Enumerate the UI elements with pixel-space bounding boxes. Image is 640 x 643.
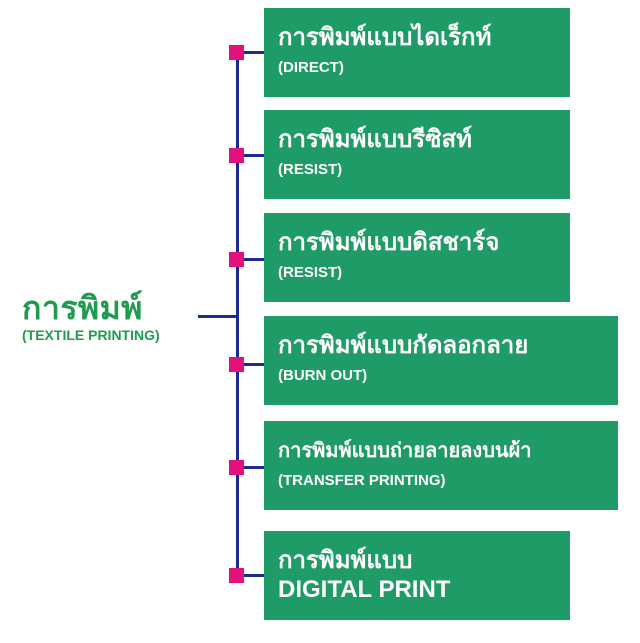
node-direct: การพิมพ์แบบไดเร็กท์ (DIRECT)	[264, 8, 570, 97]
branch-bullet	[229, 45, 244, 60]
node-title: การพิมพ์แบบกัดลอกลาย	[278, 331, 529, 359]
node-title: การพิมพ์แบบรีซิสท์	[278, 125, 472, 153]
node-title: การพิมพ์แบบถ่ายลายลงบนผ้า	[278, 438, 532, 462]
branch-bullet	[229, 148, 244, 163]
vertical-trunk	[236, 50, 239, 577]
node-resist: การพิมพ์แบบรีซิสท์ (RESIST)	[264, 110, 570, 199]
node-title: การพิมพ์แบบ	[278, 546, 413, 574]
node-subtitle: (RESIST)	[278, 161, 343, 178]
branch-line	[236, 258, 264, 261]
node-subtitle: DIGITAL PRINT	[278, 576, 451, 603]
branch-bullet	[229, 357, 244, 372]
node-title: การพิมพ์แบบดิสชาร์จ	[278, 228, 500, 256]
node-subtitle: (BURN OUT)	[278, 367, 368, 384]
branch-line	[236, 51, 264, 54]
node-digital: การพิมพ์แบบ DIGITAL PRINT	[264, 531, 570, 620]
branch-bullet	[229, 460, 244, 475]
node-subtitle: (RESIST)	[278, 264, 343, 281]
branch-line	[236, 363, 264, 366]
branch-line	[236, 466, 264, 469]
branch-bullet	[229, 568, 244, 583]
node-burn-out: การพิมพ์แบบกัดลอกลาย (BURN OUT)	[264, 316, 618, 405]
node-discharge: การพิมพ์แบบดิสชาร์จ (RESIST)	[264, 213, 570, 302]
root-subtitle: (TEXTILE PRINTING)	[22, 327, 160, 343]
node-transfer: การพิมพ์แบบถ่ายลายลงบนผ้า (TRANSFER PRIN…	[264, 421, 618, 510]
root-connector	[198, 315, 238, 318]
branch-line	[236, 574, 264, 577]
root-label: การพิมพ์ (TEXTILE PRINTING)	[22, 290, 222, 344]
node-subtitle: (TRANSFER PRINTING)	[278, 472, 446, 489]
root-title: การพิมพ์	[22, 289, 143, 327]
node-title: การพิมพ์แบบไดเร็กท์	[278, 23, 492, 51]
branch-line	[236, 154, 264, 157]
branch-bullet	[229, 252, 244, 267]
node-subtitle: (DIRECT)	[278, 59, 344, 76]
